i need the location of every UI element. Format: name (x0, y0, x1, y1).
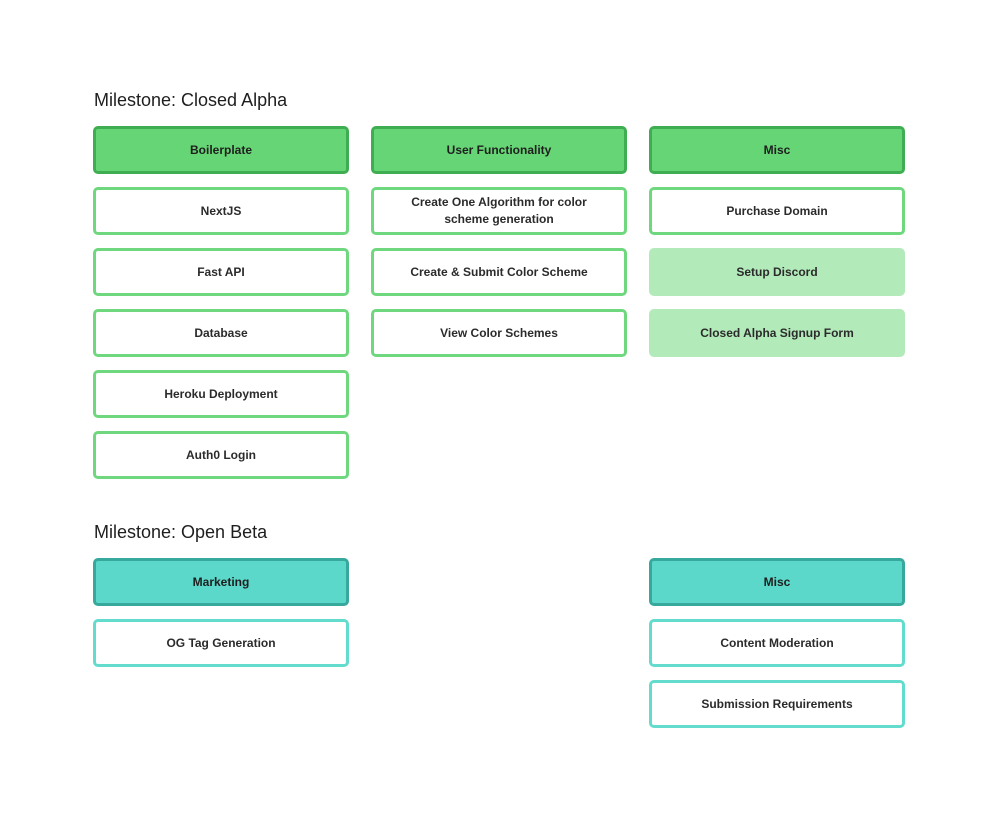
card-content-moderation[interactable]: Content Moderation (649, 619, 905, 667)
milestone-title-closed-alpha: Milestone: Closed Alpha (94, 90, 288, 110)
card-label: Purchase Domain (726, 203, 828, 218)
card-label: Content Moderation (720, 635, 834, 650)
card-nextjs[interactable]: NextJS (93, 187, 349, 235)
column-header-marketing[interactable]: Marketing (93, 558, 349, 606)
card-database[interactable]: Database (93, 309, 349, 357)
card-label: Auth0 Login (186, 447, 256, 462)
milestone-title-open-beta: Milestone: Open Beta (94, 522, 268, 542)
card-label: Create & Submit Color Scheme (410, 264, 588, 279)
card-create-submit-color-scheme[interactable]: Create & Submit Color Scheme (371, 248, 627, 296)
card-submission-requirements[interactable]: Submission Requirements (649, 680, 905, 728)
card-fast-api[interactable]: Fast API (93, 248, 349, 296)
card-auth0-login[interactable]: Auth0 Login (93, 431, 349, 479)
card-setup-discord[interactable]: Setup Discord (649, 248, 905, 296)
column-header-user-functionality[interactable]: User Functionality (371, 126, 627, 174)
card-label: Setup Discord (736, 264, 818, 279)
column-header-label: Boilerplate (189, 142, 252, 157)
card-label: View Color Schemes (440, 325, 558, 340)
card-label: Closed Alpha Signup Form (700, 325, 854, 340)
card-heroku-deployment[interactable]: Heroku Deployment (93, 370, 349, 418)
card-label: Heroku Deployment (164, 386, 278, 401)
column-header-label: Misc (763, 574, 791, 589)
column-header-misc-alpha[interactable]: Misc (649, 126, 905, 174)
card-og-tag-generation[interactable]: OG Tag Generation (93, 619, 349, 667)
column-header-label: Misc (763, 142, 791, 157)
card-view-color-schemes[interactable]: View Color Schemes (371, 309, 627, 357)
card-closed-alpha-signup-form[interactable]: Closed Alpha Signup Form (649, 309, 905, 357)
card-label: NextJS (200, 203, 242, 218)
column-header-label: Marketing (192, 574, 250, 589)
column-header-misc-beta[interactable]: Misc (649, 558, 905, 606)
card-label: Create One Algorithm for color scheme ge… (411, 195, 587, 226)
card-label: Database (194, 325, 248, 340)
column-header-boilerplate[interactable]: Boilerplate (93, 126, 349, 174)
card-label: Fast API (197, 264, 245, 279)
card-label: OG Tag Generation (166, 635, 276, 650)
card-purchase-domain[interactable]: Purchase Domain (649, 187, 905, 235)
card-create-algorithm[interactable]: Create One Algorithm for color scheme ge… (371, 187, 627, 235)
column-header-label: User Functionality (446, 142, 552, 157)
card-label: Submission Requirements (701, 696, 853, 711)
